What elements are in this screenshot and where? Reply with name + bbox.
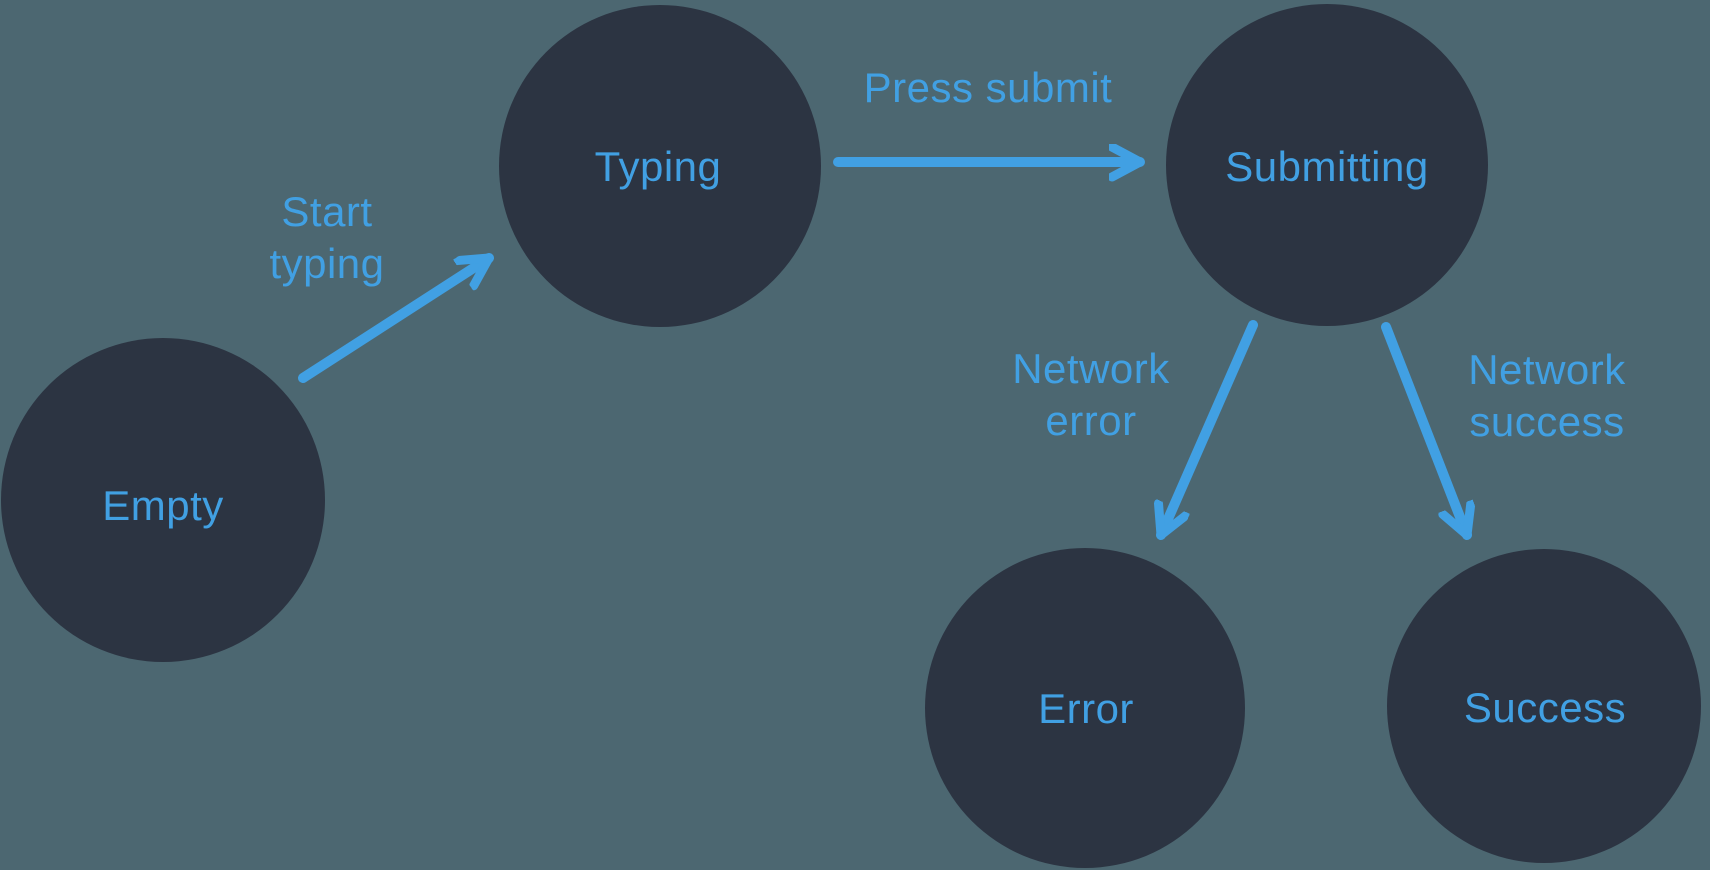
edge-empty-to-typing: Start typing xyxy=(269,188,494,383)
node-error: Error xyxy=(925,548,1245,868)
edge-label-start-typing-line2: typing xyxy=(269,240,384,287)
node-submitting: Submitting xyxy=(1166,4,1488,326)
node-typing-label: Typing xyxy=(595,143,722,190)
node-submitting-label: Submitting xyxy=(1225,143,1428,190)
node-error-circle xyxy=(925,548,1245,868)
arrow-empty-to-typing xyxy=(298,253,494,383)
edge-label-network-error-line2: error xyxy=(1045,397,1136,444)
edge-label-press-submit: Press submit xyxy=(864,64,1113,111)
node-empty: Empty xyxy=(1,338,325,662)
edge-label-network-success-line1: Network xyxy=(1468,346,1626,393)
edge-submitting-to-error: Network error xyxy=(1012,320,1258,540)
edge-label-network-error-line1: Network xyxy=(1012,345,1170,392)
edge-submitting-to-success: Network success xyxy=(1381,322,1626,540)
edge-label-start-typing-line1: Start xyxy=(281,188,372,235)
node-submitting-circle xyxy=(1166,4,1488,326)
node-success-label: Success xyxy=(1464,684,1626,731)
node-typing-circle xyxy=(499,5,821,327)
node-success-circle xyxy=(1387,549,1701,863)
arrow-submitting-to-error xyxy=(1161,320,1258,540)
node-success: Success xyxy=(1387,549,1701,863)
edge-label-network-success-line2: success xyxy=(1469,398,1624,445)
node-typing: Typing xyxy=(499,5,821,327)
arrow-submitting-to-success xyxy=(1381,322,1467,540)
edge-typing-to-submitting: Press submit xyxy=(833,64,1145,162)
node-empty-circle xyxy=(1,338,325,662)
node-empty-label: Empty xyxy=(102,482,224,529)
node-error-label: Error xyxy=(1038,685,1134,732)
